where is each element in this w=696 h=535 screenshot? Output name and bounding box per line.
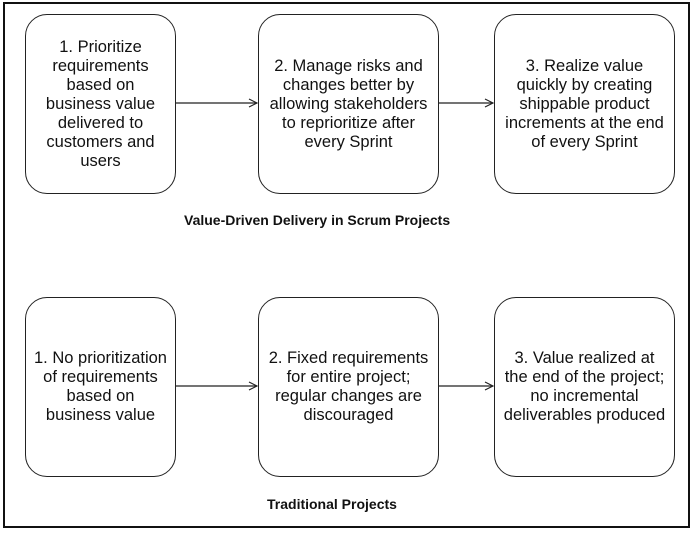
traditional-step-2-text: 2. Fixed requirements for entire project… <box>268 349 429 424</box>
scrum-step-2-box: 2. Manage risks and changes better by al… <box>258 14 439 194</box>
scrum-step-2-text: 2. Manage risks and changes better by al… <box>269 56 428 151</box>
scrum-step-3-text: 3. Realize value quickly by creating shi… <box>505 56 664 151</box>
traditional-step-1-text: 1. No prioritization of requirements bas… <box>34 349 167 424</box>
traditional-step-1-box: 1. No prioritization of requirements bas… <box>25 297 176 477</box>
traditional-step-2-box: 2. Fixed requirements for entire project… <box>258 297 439 477</box>
scrum-row-caption: Value-Driven Delivery in Scrum Projects <box>184 212 451 228</box>
scrum-step-1-text: 1. Prioritize requirements based on busi… <box>45 37 156 170</box>
scrum-step-3-box: 3. Realize value quickly by creating shi… <box>494 14 675 194</box>
traditional-step-3-box: 3. Value realized at the end of the proj… <box>494 297 675 477</box>
scrum-step-1-box: 1. Prioritize requirements based on busi… <box>25 14 176 194</box>
traditional-step-3-text: 3. Value realized at the end of the proj… <box>503 349 666 424</box>
traditional-row-caption: Traditional Projects <box>267 496 397 512</box>
